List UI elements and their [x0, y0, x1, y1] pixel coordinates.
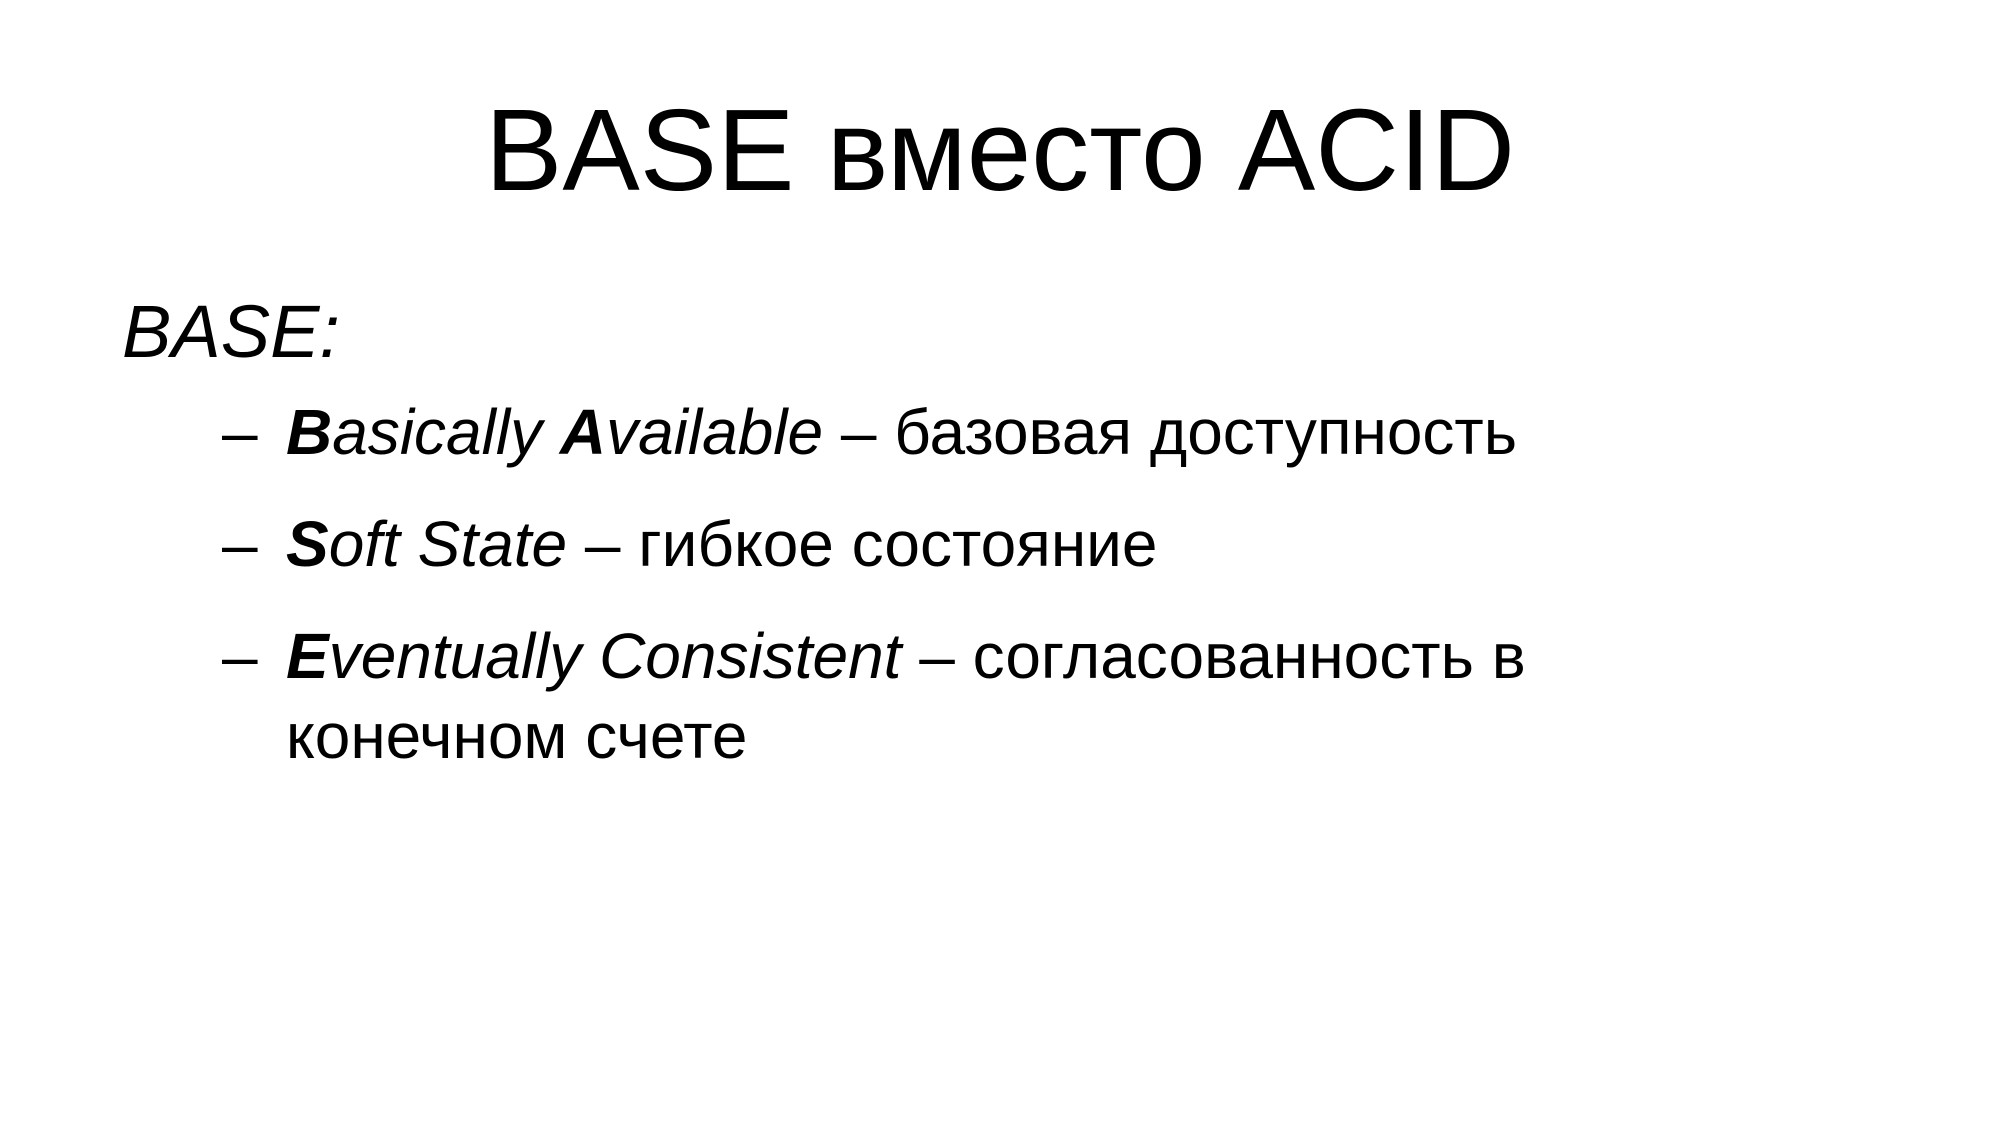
- term-description: – согласованность в конечном счете: [286, 620, 1526, 772]
- list-item: – Soft State – гибкое состояние: [222, 504, 1736, 584]
- term-rest: vailable: [606, 396, 824, 468]
- slide-title: BASE вместо ACID: [484, 85, 1515, 215]
- term-initial: E: [286, 620, 329, 692]
- term-rest: asically: [332, 396, 560, 468]
- term: Basically Available: [286, 396, 823, 468]
- term-description: – базовая доступность: [823, 396, 1518, 468]
- list-item: – Eventually Consistent – согласованност…: [222, 616, 1736, 776]
- term-initial: A: [559, 396, 607, 468]
- bullet-list: – Basically Available – базовая доступно…: [122, 392, 1902, 776]
- term-rest: oft State: [328, 508, 568, 580]
- dash-marker: –: [222, 620, 258, 692]
- term-initial: S: [286, 508, 329, 580]
- term-rest: ventually Consistent: [328, 620, 902, 692]
- list-item: – Basically Available – базовая доступно…: [222, 392, 1736, 472]
- lead-text: BASE:: [122, 290, 340, 373]
- term: Eventually Consistent: [286, 620, 901, 692]
- term-initial: B: [286, 396, 333, 468]
- dash-marker: –: [222, 508, 258, 580]
- dash-marker: –: [222, 396, 258, 468]
- term-description: – гибкое состояние: [567, 508, 1158, 580]
- term: Soft State: [286, 508, 567, 580]
- slide-body: BASE: – Basically Available – базовая до…: [122, 282, 1902, 808]
